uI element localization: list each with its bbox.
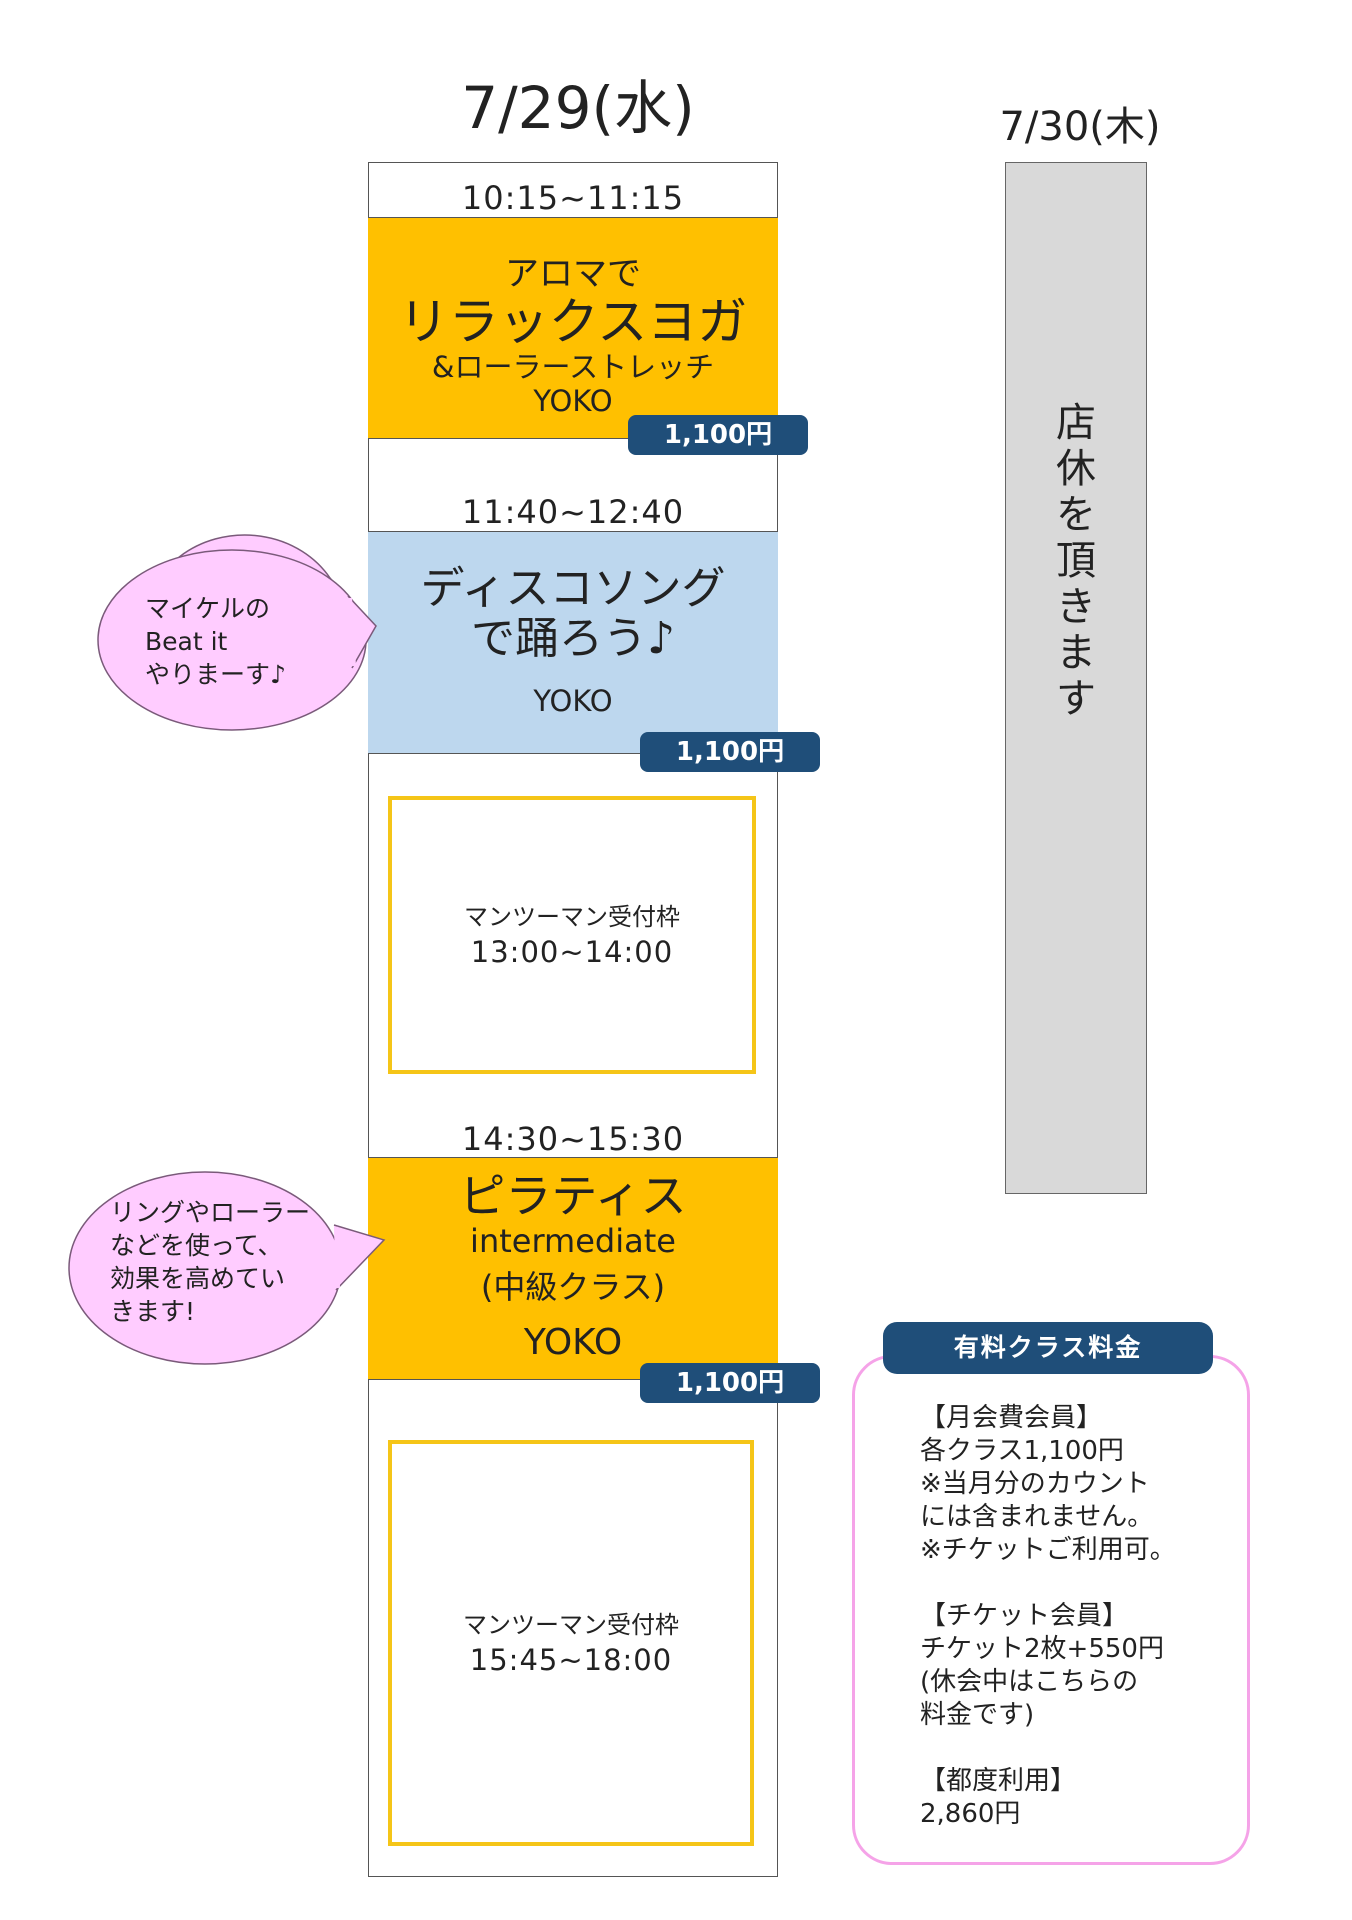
class-block-pilates[interactable]: ピラティス intermediate (中級クラス) YOKO (368, 1157, 778, 1380)
class-2-title-line1: ディスコソング (420, 563, 726, 614)
date-main-heading: 7/29(水) (461, 74, 695, 142)
class-1-line1: アロマで (505, 254, 641, 294)
date-side-heading: 7/30(木) (999, 104, 1161, 150)
speech-bubble-1-line-1: マイケルの (145, 594, 271, 623)
speech-bubble-2-line-4: きます! (110, 1297, 196, 1326)
speech-bubble-2-tail-join (334, 1226, 340, 1289)
speech-bubble-2-line-1: リングやローラー (110, 1198, 311, 1227)
private-slot-2[interactable]: マンツーマン受付枠 15:45~18:00 (388, 1440, 754, 1846)
fee-info-text: 【月会費会員】 各クラス1,100円 ※当月分のカウント には含まれません。 ※… (920, 1403, 1176, 1829)
fee-info-header: 有料クラス料金 (883, 1322, 1213, 1374)
speech-bubble-1-tail-join (348, 597, 356, 667)
speech-bubble-1-line-2: Beat it (145, 627, 228, 656)
private-slot-1-time: 13:00~14:00 (470, 935, 674, 969)
private-slot-1-label: マンツーマン受付枠 (464, 903, 680, 931)
class-2-title-line2: で踊ろう♪ (470, 613, 676, 664)
speech-bubble-2-line-2: などを使って、 (110, 1231, 283, 1260)
class-2-instructor: YOKO (533, 684, 613, 718)
class-3-subtitle: intermediate (470, 1222, 676, 1260)
class-1-line3: &ローラーストレッチ (431, 350, 715, 384)
class-3-instructor: YOKO (523, 1322, 623, 1363)
speech-bubble-2-text: リングやローラー などを使って、 効果を高めてい きます! (110, 1196, 340, 1328)
class-block-aroma-yoga[interactable]: アロマで リラックスヨガ &ローラーストレッチ YOKO (368, 217, 778, 439)
speech-bubble-1-text: マイケルの Beat it やりまーす♪ (145, 592, 325, 691)
price-badge-class-3: 1,100円 (640, 1363, 820, 1403)
speech-bubble-1-line-3: やりまーす♪ (145, 660, 286, 689)
class-3-level: (中級クラス) (480, 1268, 666, 1306)
class-1-title: リラックスヨガ (398, 293, 748, 351)
class-3-title: ピラティス (459, 1169, 687, 1223)
price-badge-class-2: 1,100円 (640, 732, 820, 772)
speech-bubble-2-tail (333, 1224, 386, 1291)
class-block-disco-song[interactable]: ディスコソング で踊ろう♪ YOKO (368, 531, 778, 754)
time-label-class-1: 10:15~11:15 (461, 179, 685, 217)
closed-day-text: 店休を頂きます (1056, 400, 1096, 722)
private-slot-1[interactable]: マンツーマン受付枠 13:00~14:00 (388, 796, 756, 1074)
private-slot-2-time: 15:45~18:00 (469, 1643, 673, 1677)
closed-day-bar (1005, 162, 1147, 1194)
time-label-class-3: 14:30~15:30 (461, 1120, 685, 1158)
speech-bubble-2-line-3: 効果を高めてい (110, 1264, 286, 1293)
price-badge-class-1: 1,100円 (628, 415, 808, 455)
class-1-instructor: YOKO (533, 384, 613, 418)
private-slot-2-label: マンツーマン受付枠 (463, 1611, 679, 1639)
time-label-class-2: 11:40~12:40 (461, 493, 685, 531)
